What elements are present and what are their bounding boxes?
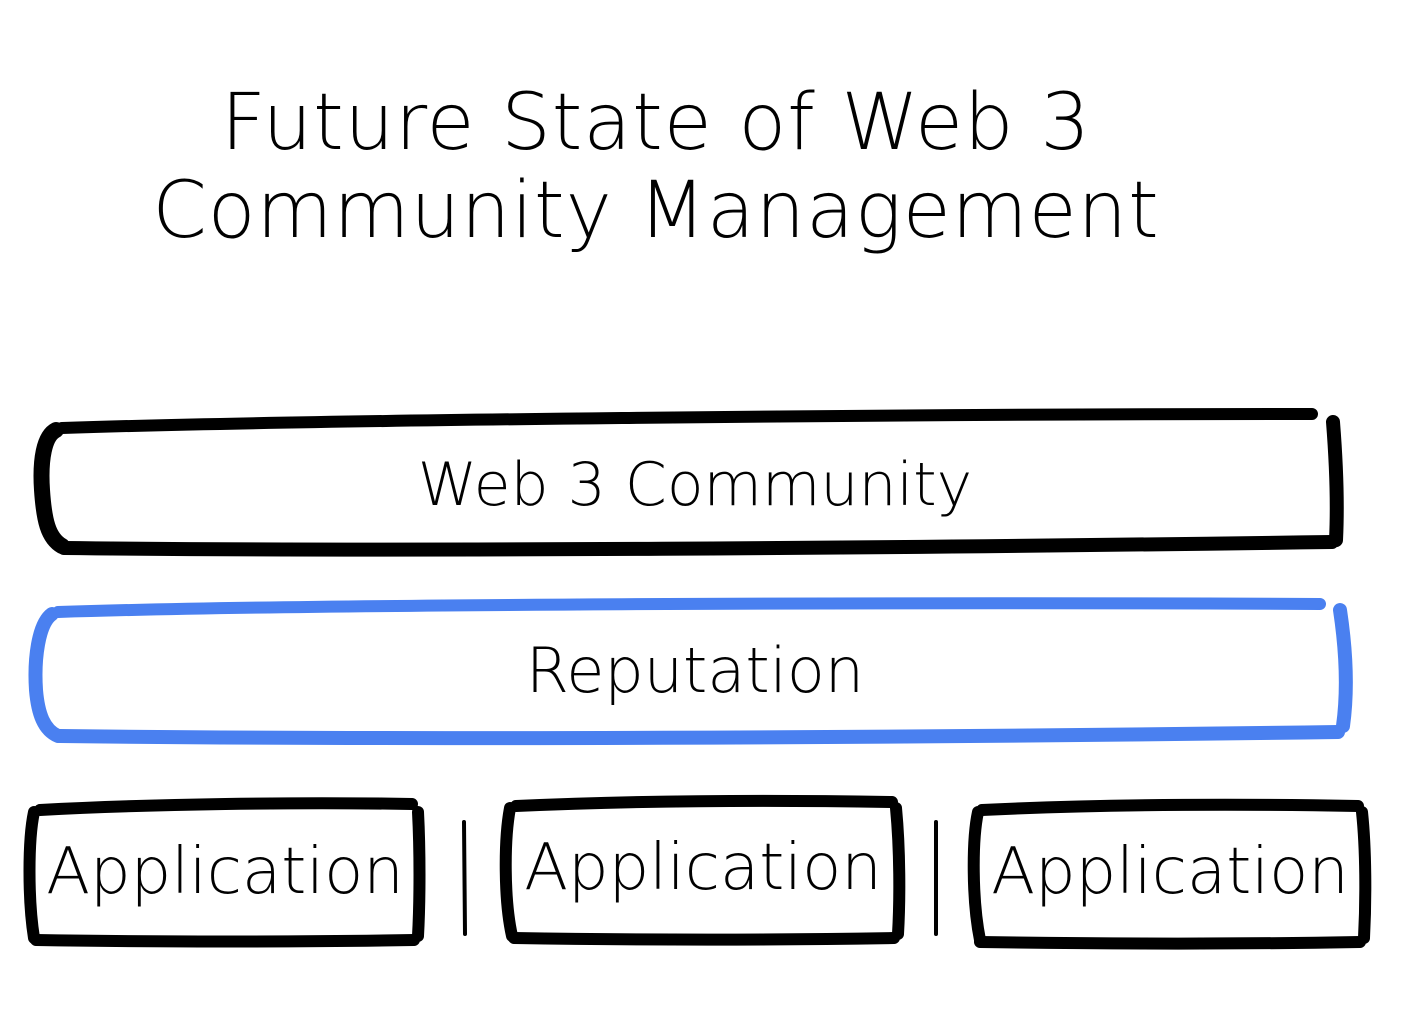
application-box-2 [499, 794, 906, 946]
diagram-title-line-1: Future State of Web 3 [221, 78, 1091, 168]
application-box-1 [23, 797, 426, 948]
separator-1 [462, 820, 467, 936]
reputation-label: Reputation [525, 634, 865, 707]
application-label-3: Application [991, 835, 1349, 909]
community-box [33, 408, 1344, 557]
diagram-title-line-2: Community Management [152, 166, 1160, 256]
application-box-3 [967, 798, 1372, 950]
application-label-1: Application [46, 835, 404, 909]
application-label-2: Application [524, 831, 882, 905]
community-label: Web 3 Community [417, 450, 973, 520]
reputation-box [28, 597, 1353, 746]
